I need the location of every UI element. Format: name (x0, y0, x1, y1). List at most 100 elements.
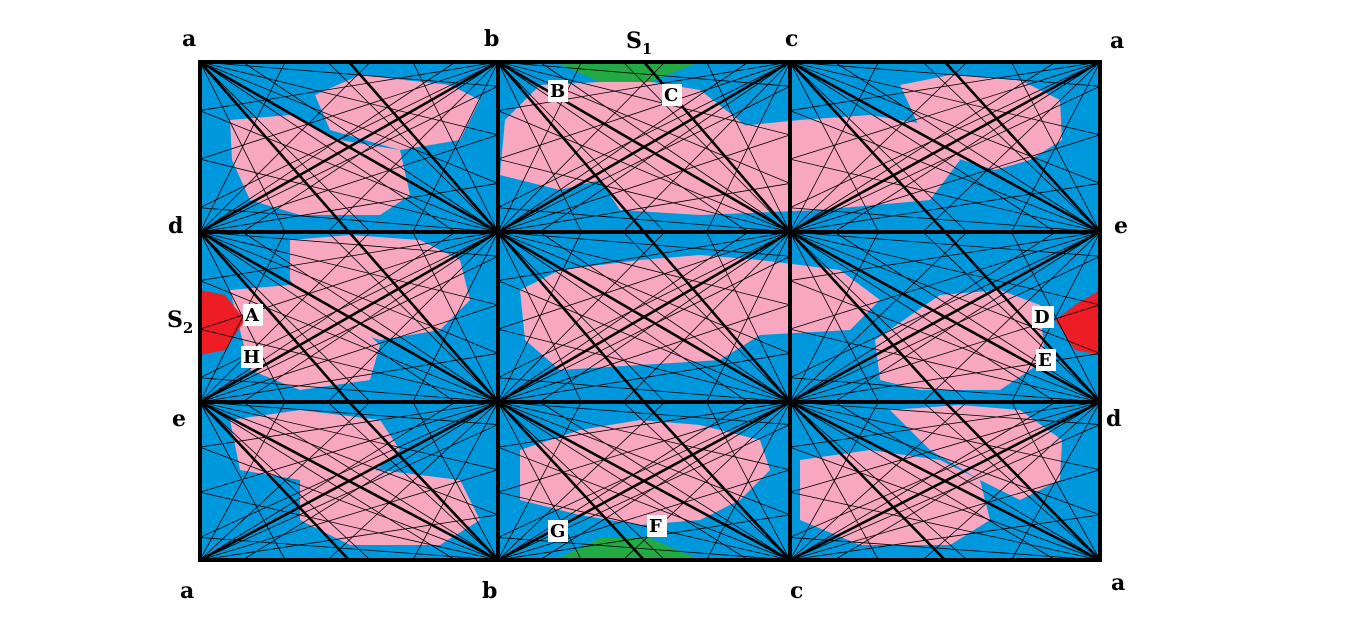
triangulation-line (327, 61, 499, 233)
triangulation-line (789, 401, 1101, 471)
triangulation-line (789, 231, 879, 403)
diagonal-line (944, 401, 1101, 561)
triangulation-line (539, 61, 791, 233)
triangulation-line (1011, 61, 1101, 233)
triangulation-line (497, 377, 791, 403)
triangulation-line (497, 401, 582, 561)
triangulation-line (199, 401, 499, 471)
triangulation-line (706, 401, 791, 561)
diagonal-line (643, 231, 791, 403)
s1-subscript: 1 (642, 40, 652, 58)
triangulation-line (242, 231, 499, 403)
triangulation-line (199, 469, 499, 561)
triangulation-line (497, 255, 791, 403)
triangulation-line (497, 134, 791, 233)
point-c: C (662, 84, 682, 106)
triangulation-line (242, 61, 499, 233)
triangulation-line (497, 231, 666, 403)
triangulation-line (327, 401, 499, 561)
triangulation-line (622, 401, 791, 561)
triangulation-line (497, 328, 791, 403)
triangulation-line (789, 469, 1101, 561)
triangulation-line (539, 231, 791, 403)
s2-base: S (167, 307, 183, 333)
triangulation-line (497, 110, 791, 233)
triangulation-line (789, 401, 1101, 493)
triangulation-line (199, 401, 499, 425)
corner-label-bottom-c: c (790, 578, 803, 604)
triangulation-line (199, 61, 456, 233)
diagonal-line (643, 401, 791, 561)
corner-label-top-a2: a (1110, 28, 1124, 54)
diagonal-line (497, 401, 645, 561)
triangulation-line (789, 401, 1101, 538)
diagonal-line (497, 61, 645, 233)
triangulation-line (789, 231, 1101, 330)
triangulation-line (497, 401, 791, 448)
point-label-f: F (649, 516, 662, 537)
triangulation-line (834, 401, 1101, 561)
corner-label-left-d: d (168, 213, 183, 239)
triangulation-line (789, 61, 879, 233)
diagonal-lines (199, 60, 1101, 562)
triangulation-line (199, 85, 499, 233)
triangulation-line (789, 231, 1101, 257)
triangulation-line (789, 401, 1101, 448)
triangulation-line (199, 537, 499, 561)
triangulation-line (497, 158, 791, 233)
triangulation-line (199, 110, 499, 233)
triangulation-line (199, 61, 499, 87)
triangulation-line (789, 61, 1101, 87)
singularity-label-s2: S2 (167, 307, 193, 337)
triangulation-line (199, 61, 499, 111)
triangulation-line (789, 537, 1101, 561)
triangulation-line (497, 514, 791, 561)
outer-border (198, 60, 1102, 562)
triangulation-line (497, 61, 791, 209)
red-region-left (200, 290, 245, 355)
triangulation-line (497, 537, 791, 561)
point-labels: A B C D E F G H (241, 80, 1056, 542)
triangulation-line (497, 61, 791, 136)
triangulation-line (497, 231, 791, 306)
triangulation-line (1011, 231, 1101, 403)
triangulation-line (789, 134, 1101, 233)
point-label-e: E (1038, 350, 1052, 371)
triangulation-line (789, 280, 1101, 403)
triangulation-line (706, 231, 791, 403)
corner-label-right-d: d (1106, 406, 1121, 432)
diagonal-line (789, 401, 946, 561)
point-label-g: G (550, 521, 565, 542)
triangulation-line (497, 61, 791, 184)
triangulation-line (497, 61, 791, 160)
triangulation-line (789, 183, 1101, 233)
point-label-b: B (550, 81, 565, 102)
triangulation-line (199, 401, 499, 516)
diagonal-line (944, 231, 1101, 403)
triangulation-lines (199, 61, 1101, 561)
triangulation-line (922, 61, 1101, 233)
triangulation-line (199, 353, 499, 403)
triangulation-line (622, 231, 791, 403)
diagonal-line (348, 61, 499, 233)
triangulation-line (199, 401, 499, 538)
triangulation-line (199, 61, 499, 160)
triangulation-line (497, 304, 791, 403)
triangulation-line (789, 61, 1101, 136)
point-label-h: H (243, 347, 260, 368)
triangulation-line (789, 231, 1101, 306)
triangulation-line (497, 231, 791, 281)
triangulation-line (199, 401, 371, 561)
s2-subscript: 2 (183, 319, 193, 337)
triangulation-line (199, 401, 499, 448)
diagonal-line (944, 61, 1101, 233)
triangulation-line (199, 231, 499, 306)
diagonal-line (199, 230, 499, 404)
triangulation-line (497, 85, 791, 233)
triangulation-line (622, 61, 791, 233)
triangulation-line (199, 280, 499, 403)
diagonal-line (789, 231, 946, 403)
triangulation-line (789, 446, 1101, 561)
red-region-right (1055, 290, 1100, 355)
